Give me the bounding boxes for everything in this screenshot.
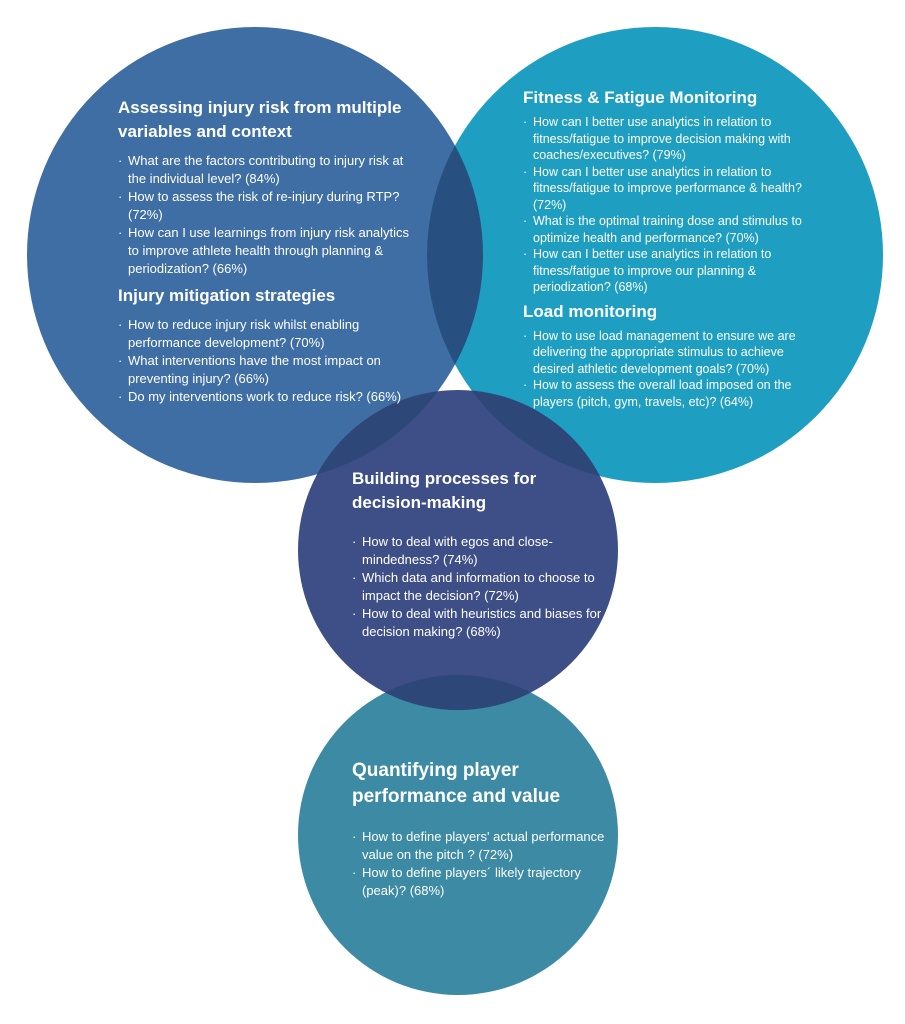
list-item: How to use load management to ensure we …	[523, 328, 828, 378]
list-item: How can I better use analytics in relati…	[523, 164, 828, 214]
list-item: How can I better use analytics in relati…	[523, 246, 828, 296]
list-item: Which data and information to choose to …	[352, 569, 602, 605]
bottom-circle-content: Quantifying player performance and value…	[352, 758, 612, 900]
injury-mitigation-heading: Injury mitigation strategies	[118, 286, 336, 305]
decision-making-list: How to deal with egos and close-mindedne…	[352, 533, 602, 641]
list-item: How to define players' actual performanc…	[352, 828, 612, 864]
list-item: How to assess the overall load imposed o…	[523, 377, 828, 410]
list-item: How can I use learnings from injury risk…	[118, 224, 418, 278]
list-item: What are the factors contributing to inj…	[118, 152, 418, 188]
list-item: What is the optimal training dose and st…	[523, 213, 828, 246]
injury-mitigation-section: Injury mitigation strategies How to redu…	[118, 284, 418, 406]
player-value-list: How to define players' actual performanc…	[352, 828, 612, 900]
injury-risk-list: What are the factors contributing to inj…	[118, 152, 418, 278]
load-monitoring-heading: Load monitoring	[523, 301, 658, 321]
middle-circle-content: Building processes for decision-making H…	[352, 467, 602, 641]
list-item: Do my interventions work to reduce risk?…	[118, 388, 418, 406]
load-monitoring-section: Load monitoring How to use load manageme…	[523, 300, 828, 411]
injury-risk-heading: Assessing injury risk from multiple vari…	[118, 98, 402, 141]
list-item: How can I better use analytics in relati…	[523, 114, 828, 164]
load-monitoring-list: How to use load management to ensure we …	[523, 328, 828, 411]
fitness-fatigue-heading: Fitness & Fatigue Monitoring	[523, 88, 758, 107]
list-item: How to define players´ likely trajectory…	[352, 864, 612, 900]
fitness-fatigue-list: How can I better use analytics in relati…	[523, 114, 828, 296]
player-value-heading: Quantifying player performance and value	[352, 760, 561, 807]
list-item: How to reduce injury risk whilst enablin…	[118, 316, 418, 352]
list-item: How to deal with heuristics and biases f…	[352, 605, 602, 641]
decision-making-heading: Building processes for decision-making	[352, 469, 537, 512]
top-right-circle-content: Fitness & Fatigue Monitoring How can I b…	[523, 86, 828, 410]
top-left-circle-content: Assessing injury risk from multiple vari…	[118, 96, 418, 406]
list-item: What interventions have the most impact …	[118, 352, 418, 388]
injury-mitigation-list: How to reduce injury risk whilst enablin…	[118, 316, 418, 406]
list-item: How to assess the risk of re-injury duri…	[118, 188, 418, 224]
list-item: How to deal with egos and close-mindedne…	[352, 533, 602, 569]
